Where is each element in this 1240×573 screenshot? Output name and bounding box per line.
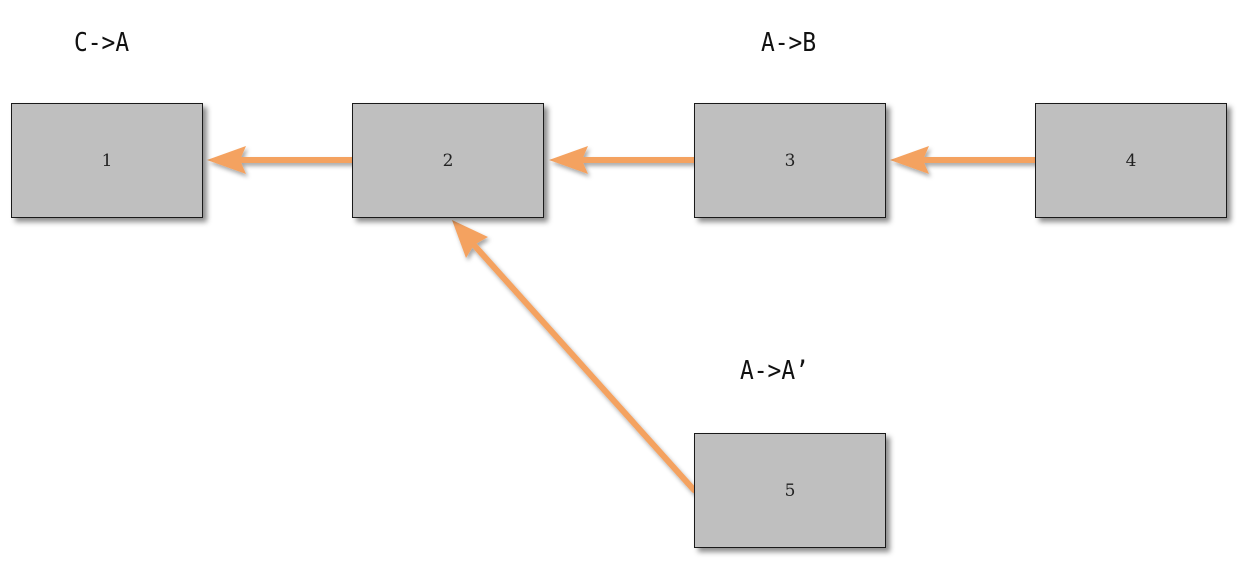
- node-2-label: 2: [442, 150, 454, 171]
- arrow-5-to-2: [452, 220, 697, 493]
- node-4-label: 4: [1125, 150, 1137, 171]
- arrow-3-to-2: [549, 146, 697, 174]
- node-1: 1: [11, 103, 203, 218]
- node-5-label: 5: [784, 480, 796, 501]
- node-5: 5: [694, 433, 886, 548]
- annotation-a-to-b: A->B: [761, 28, 817, 58]
- node-3-label: 3: [784, 150, 796, 171]
- node-2: 2: [352, 103, 544, 218]
- node-3: 3: [694, 103, 886, 218]
- arrow-2-to-1: [207, 146, 355, 174]
- annotation-c-to-a: C->A: [74, 28, 130, 58]
- annotation-a-to-a-prime: A->A’: [740, 356, 809, 386]
- arrow-4-to-3: [890, 146, 1038, 174]
- node-4: 4: [1035, 103, 1227, 218]
- node-1-label: 1: [101, 150, 113, 171]
